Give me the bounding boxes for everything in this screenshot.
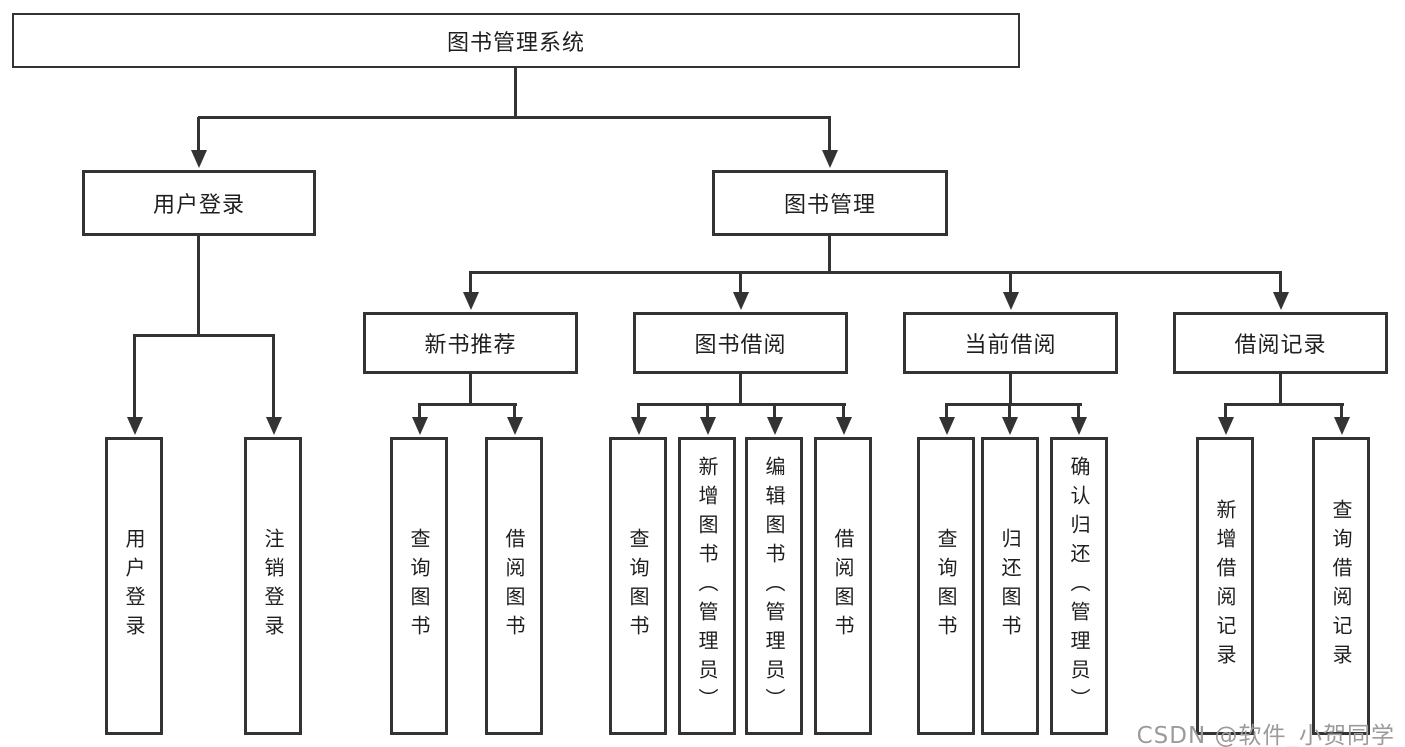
arrow-to-leaf-logout [272, 335, 275, 417]
leaf-user-login: 用户登录 [105, 437, 163, 735]
arrow-to-leaf-borrow-1 [513, 404, 516, 417]
node-borrow-records: 借阅记录 [1173, 312, 1388, 374]
leaf-return-book: 归还图书 [981, 437, 1039, 735]
leaf-edit-book-admin: 编辑图书（管理员） [745, 437, 803, 735]
edge-recommend-stem [469, 374, 472, 405]
arrow-to-records [1279, 272, 1282, 292]
arrow-to-leaf-edit-book [773, 404, 776, 417]
arrow-to-current [1009, 272, 1012, 292]
arrow-to-recommend [469, 272, 472, 292]
edge-current-bracket [945, 403, 1082, 406]
node-new-book-recommend: 新书推荐 [363, 312, 578, 374]
leaf-add-book-admin: 新增图书（管理员） [678, 437, 736, 735]
arrow-to-leaf-add-record [1224, 404, 1227, 417]
leaf-borrow-books-1: 借阅图书 [485, 437, 543, 735]
arrow-to-borrow [739, 272, 742, 292]
arrow-to-leaf-query-record [1340, 404, 1343, 417]
edge-root-bracket [198, 116, 831, 119]
arrow-to-leaf-query-2 [637, 404, 640, 417]
leaf-query-books-3: 查询图书 [917, 437, 975, 735]
arrow-to-leaf-query-3 [945, 404, 948, 417]
arrow-to-leaf-add-book [706, 404, 709, 417]
node-library-system: 图书管理系统 [12, 13, 1020, 68]
arrow-to-leaf-return [1008, 404, 1011, 417]
edge-borrow-stem [739, 374, 742, 405]
arrow-to-book-management [828, 117, 831, 150]
edge-current-stem [1009, 374, 1012, 405]
node-user-login-branch: 用户登录 [82, 170, 316, 236]
edge-login-stem [197, 236, 200, 337]
arrow-to-leaf-user-login [133, 335, 136, 417]
arrow-to-leaf-borrow-2 [842, 404, 845, 417]
leaf-query-books-2: 查询图书 [609, 437, 667, 735]
edge-recommend-bracket [418, 403, 517, 406]
node-book-borrow: 图书借阅 [633, 312, 848, 374]
arrow-to-leaf-query-1 [418, 404, 421, 417]
leaf-query-borrow-record: 查询借阅记录 [1312, 437, 1370, 735]
arrow-to-leaf-confirm-return [1077, 404, 1080, 417]
leaf-add-borrow-record: 新增借阅记录 [1196, 437, 1254, 735]
edge-records-bracket [1224, 403, 1344, 406]
edge-bookmgmt-stem [828, 236, 831, 273]
edge-root-stem [514, 68, 517, 118]
arrow-to-user-login [197, 117, 200, 150]
edge-borrow-bracket [637, 403, 846, 406]
leaf-logout: 注销登录 [244, 437, 302, 735]
node-book-management-branch: 图书管理 [712, 170, 948, 236]
leaf-confirm-return-admin: 确认归还（管理员） [1050, 437, 1108, 735]
node-current-borrow: 当前借阅 [903, 312, 1118, 374]
csdn-watermark: CSDN @软件_小贺同学 [1136, 723, 1395, 747]
edge-bookmgmt-bracket [469, 271, 1282, 274]
leaf-borrow-books-2: 借阅图书 [814, 437, 872, 735]
edge-login-bracket [133, 334, 275, 337]
leaf-query-books-1: 查询图书 [390, 437, 448, 735]
edge-records-stem [1279, 374, 1282, 405]
